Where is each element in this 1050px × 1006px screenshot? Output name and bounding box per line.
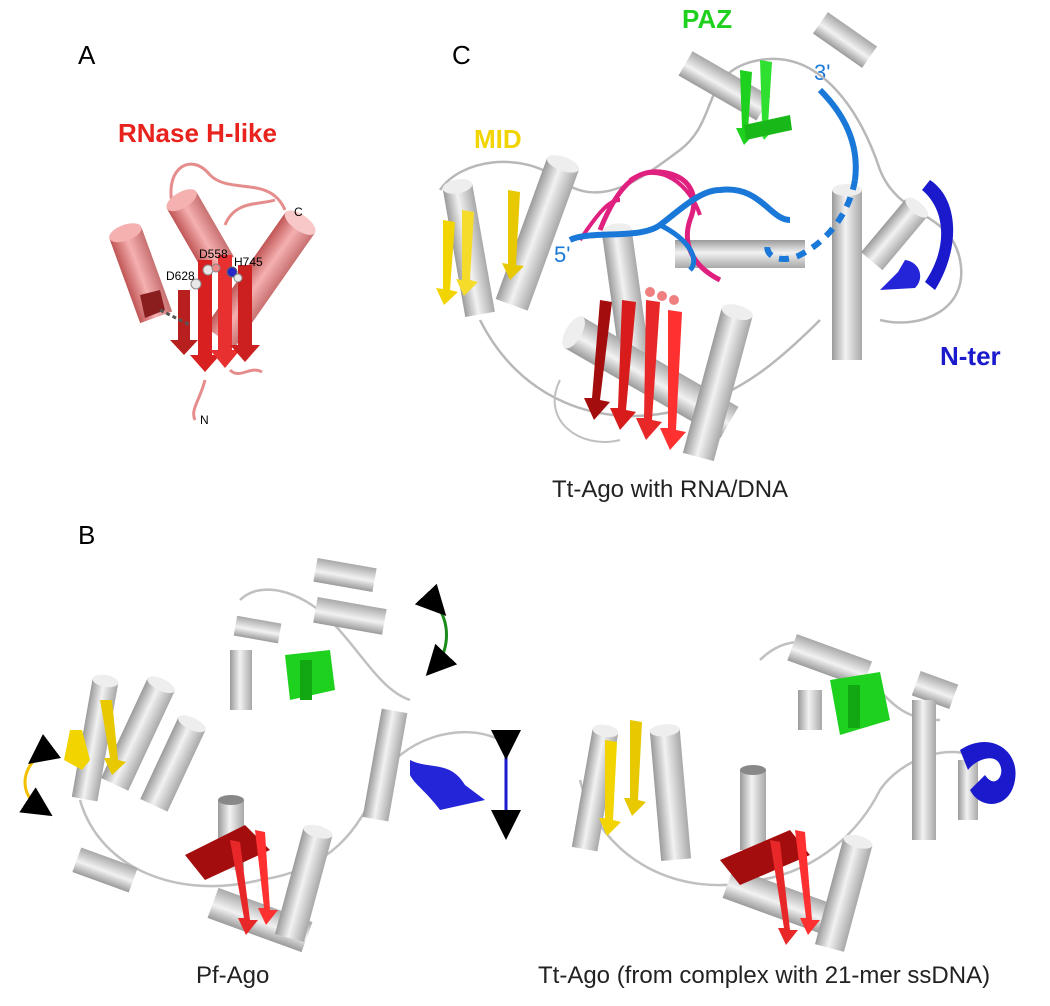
terminus-c: C [294, 205, 303, 219]
domain-label-paz: PAZ [682, 4, 732, 34]
tt-ago-rna-dna-structure [436, 12, 963, 462]
panel-c-caption: Tt-Ago with RNA/DNA [552, 476, 788, 503]
residue-h745: H745 [234, 255, 263, 269]
rnase-h-structure [109, 162, 316, 421]
panel-a-title: RNase H-like [118, 118, 277, 148]
strand-end-5prime: 5' [554, 242, 570, 267]
panel-a-letter: A [78, 40, 96, 70]
panel-c: C PAZ MID N-ter 3' 5' [436, 4, 1001, 503]
panel-b-right-caption: Tt-Ago (from complex with 21-mer ssDNA) [538, 962, 990, 989]
double-arrow-curved-yellow [19, 733, 62, 817]
residue-d628: D628 [166, 269, 195, 283]
tt-ago-ssdna-structure [571, 634, 1016, 952]
panel-b: B [19, 520, 1016, 989]
panel-a: A RNase H-like [78, 40, 316, 427]
domain-label-nter: N-ter [940, 341, 1001, 371]
panel-b-left-caption: Pf-Ago [196, 962, 269, 989]
terminus-n: N [200, 413, 209, 427]
panel-b-letter: B [78, 520, 95, 550]
residue-d558: D558 [199, 247, 228, 261]
panel-c-letter: C [452, 40, 471, 70]
double-arrow-curved-green [414, 583, 458, 676]
pf-ago-structure [19, 557, 521, 953]
domain-label-mid: MID [474, 124, 522, 154]
